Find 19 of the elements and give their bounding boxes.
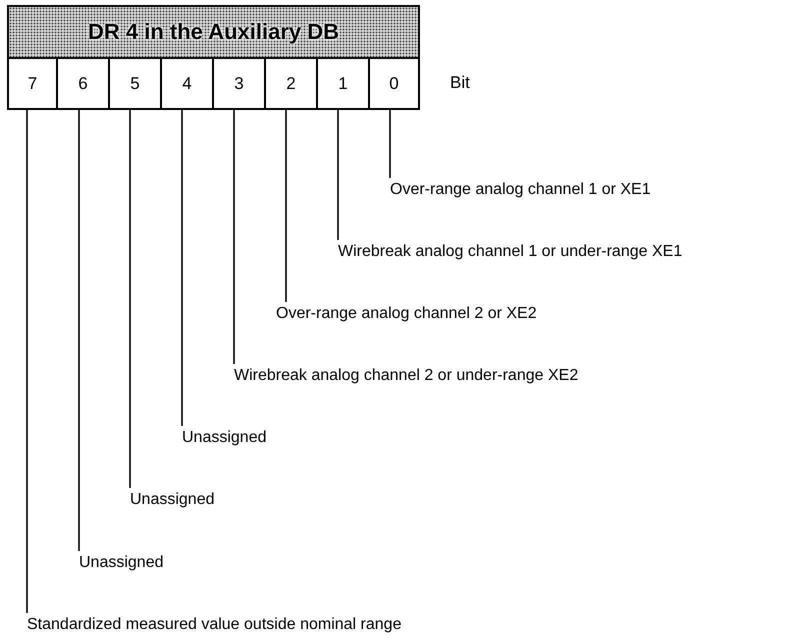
- bit-description: Wirebreak analog channel 2 or under-range XE2: [234, 366, 578, 386]
- bit-cell: 0: [368, 57, 420, 110]
- leader-line: [285, 110, 287, 302]
- bit-description: Unassigned: [182, 428, 266, 448]
- leader-line: [78, 110, 80, 551]
- leader-line: [337, 110, 339, 240]
- bit-description: Over-range analog channel 1 or XE1: [390, 180, 651, 200]
- leader-line: [233, 110, 235, 364]
- bit-cell: 7: [7, 57, 58, 110]
- leader-line: [26, 110, 28, 613]
- bit-description: Unassigned: [130, 490, 214, 510]
- bit-description: Wirebreak analog channel 1 or under-range XE1: [338, 242, 682, 262]
- leader-line: [181, 110, 183, 426]
- bit-description: Over-range analog channel 2 or XE2: [276, 304, 537, 324]
- bit-description: Standardized measured value outside nominal range: [27, 615, 402, 635]
- leader-line: [129, 110, 131, 488]
- bit-description: Unassigned: [79, 553, 164, 573]
- leader-line: [389, 110, 391, 178]
- axis-caption: Bit: [450, 73, 470, 93]
